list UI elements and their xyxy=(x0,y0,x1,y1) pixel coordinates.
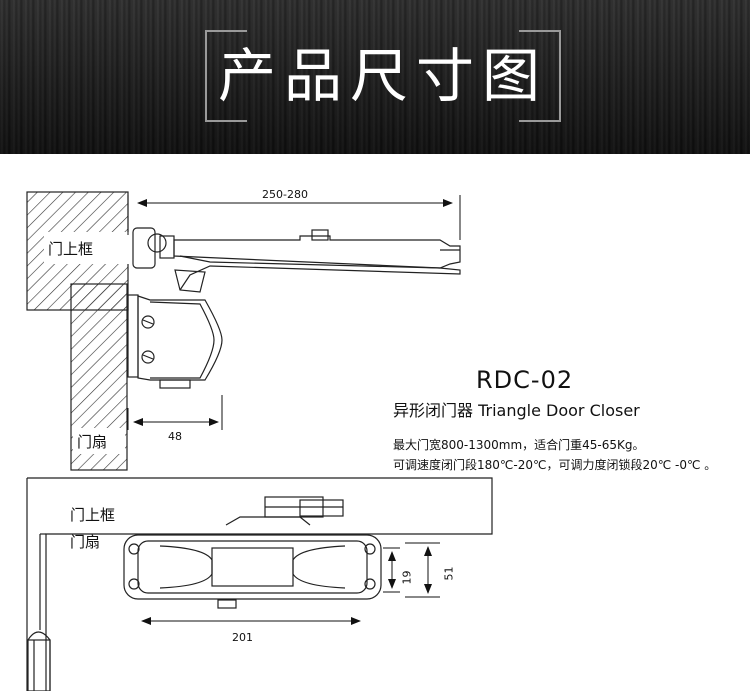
header-banner: 产品尺寸图 xyxy=(0,0,750,154)
dim-height-large: 51 xyxy=(442,566,456,581)
page-title: 产品尺寸图 xyxy=(217,42,548,110)
closer-front-view xyxy=(123,496,382,609)
product-name: 异形闭门器 Triangle Door Closer xyxy=(393,401,640,420)
product-model: RDC-02 xyxy=(476,366,574,394)
front-view-frame xyxy=(26,477,493,691)
label-door-top: 门扇 xyxy=(77,433,108,451)
product-spec-2: 可调速度闭门段180℃-20℃，可调力度闭锁段20℃ -0℃ 。 xyxy=(393,458,717,472)
banner-shade xyxy=(0,0,750,154)
dim-height-small: 19 xyxy=(400,570,414,585)
closer-body-side-view xyxy=(127,294,223,389)
label-frame-top: 门上框 xyxy=(48,240,94,258)
dimension-drawing xyxy=(26,191,493,691)
dim-arm-length: 250-280 xyxy=(262,188,308,201)
dim-body-length: 201 xyxy=(232,631,253,644)
product-spec-1: 最大门宽800-1300mm，适合门重45-65Kg。 xyxy=(393,438,645,452)
closer-arm-top-view xyxy=(132,227,461,293)
label-frame-bottom: 门上框 xyxy=(70,506,116,524)
title-frame: 产品尺寸图 xyxy=(205,30,561,122)
dim-body-depth: 48 xyxy=(168,430,182,443)
label-door-bottom: 门扇 xyxy=(70,533,101,551)
